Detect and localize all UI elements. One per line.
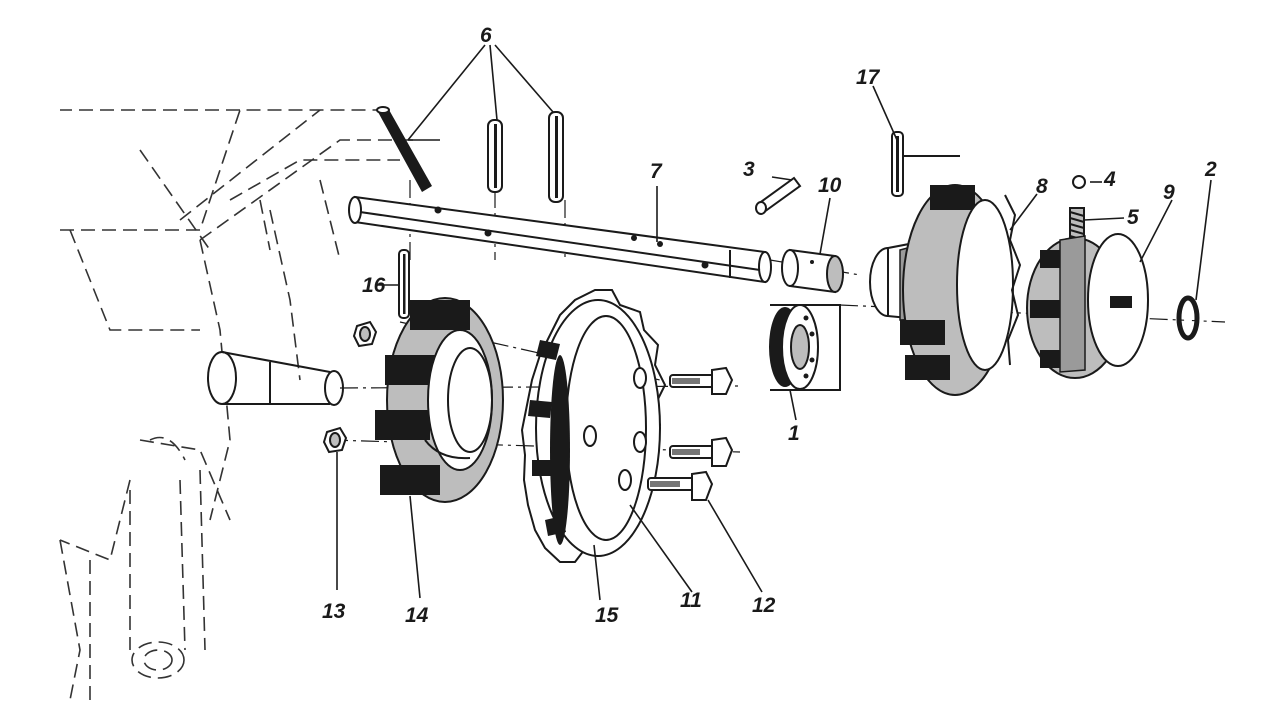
callout-2: 2 [1204, 158, 1217, 181]
retaining-ring-2 [1176, 295, 1200, 341]
housing-outline [59, 109, 420, 701]
callout-10: 10 [818, 174, 842, 197]
bolt-12-bottom [647, 470, 714, 501]
pin-17 [891, 131, 960, 197]
bushing-10 [781, 248, 844, 294]
pin-3 [755, 176, 802, 215]
gear-hub-8 [869, 184, 1022, 396]
callout-1: 1 [788, 422, 800, 445]
pin-6-angled [376, 106, 432, 192]
nut-13-upper [352, 320, 378, 348]
callout-15: 15 [595, 604, 619, 627]
callout-4: 4 [1103, 168, 1116, 191]
callout-13: 13 [322, 600, 346, 623]
pin-16 [398, 249, 410, 319]
callout-12: 12 [752, 594, 776, 617]
large-gear-15 [520, 289, 667, 563]
small-gear-14 [375, 297, 504, 503]
callout-3: 3 [743, 158, 755, 181]
ball-4 [1072, 175, 1086, 189]
callout-14: 14 [405, 604, 429, 627]
bearing-1 [769, 304, 841, 391]
pin-6-middle [487, 119, 503, 193]
callout-11: 11 [680, 589, 702, 612]
main-shaft-7 [348, 195, 772, 284]
pin-6-right [548, 111, 564, 203]
leader-lines [336, 44, 1212, 601]
nut-13-lower [322, 426, 348, 454]
spring-5 [1069, 207, 1085, 241]
bolt-12-middle [669, 436, 734, 467]
bolt-12-top [669, 366, 734, 395]
housing-stub-shaft [207, 351, 344, 406]
callout-16: 16 [362, 274, 386, 297]
callout-5: 5 [1127, 206, 1139, 229]
callout-6: 6 [480, 24, 492, 47]
callout-8: 8 [1036, 175, 1048, 198]
clutch-collar-9 [1026, 233, 1149, 379]
callout-7: 7 [650, 160, 663, 183]
callout-9: 9 [1163, 181, 1175, 204]
callout-17: 17 [856, 66, 881, 89]
